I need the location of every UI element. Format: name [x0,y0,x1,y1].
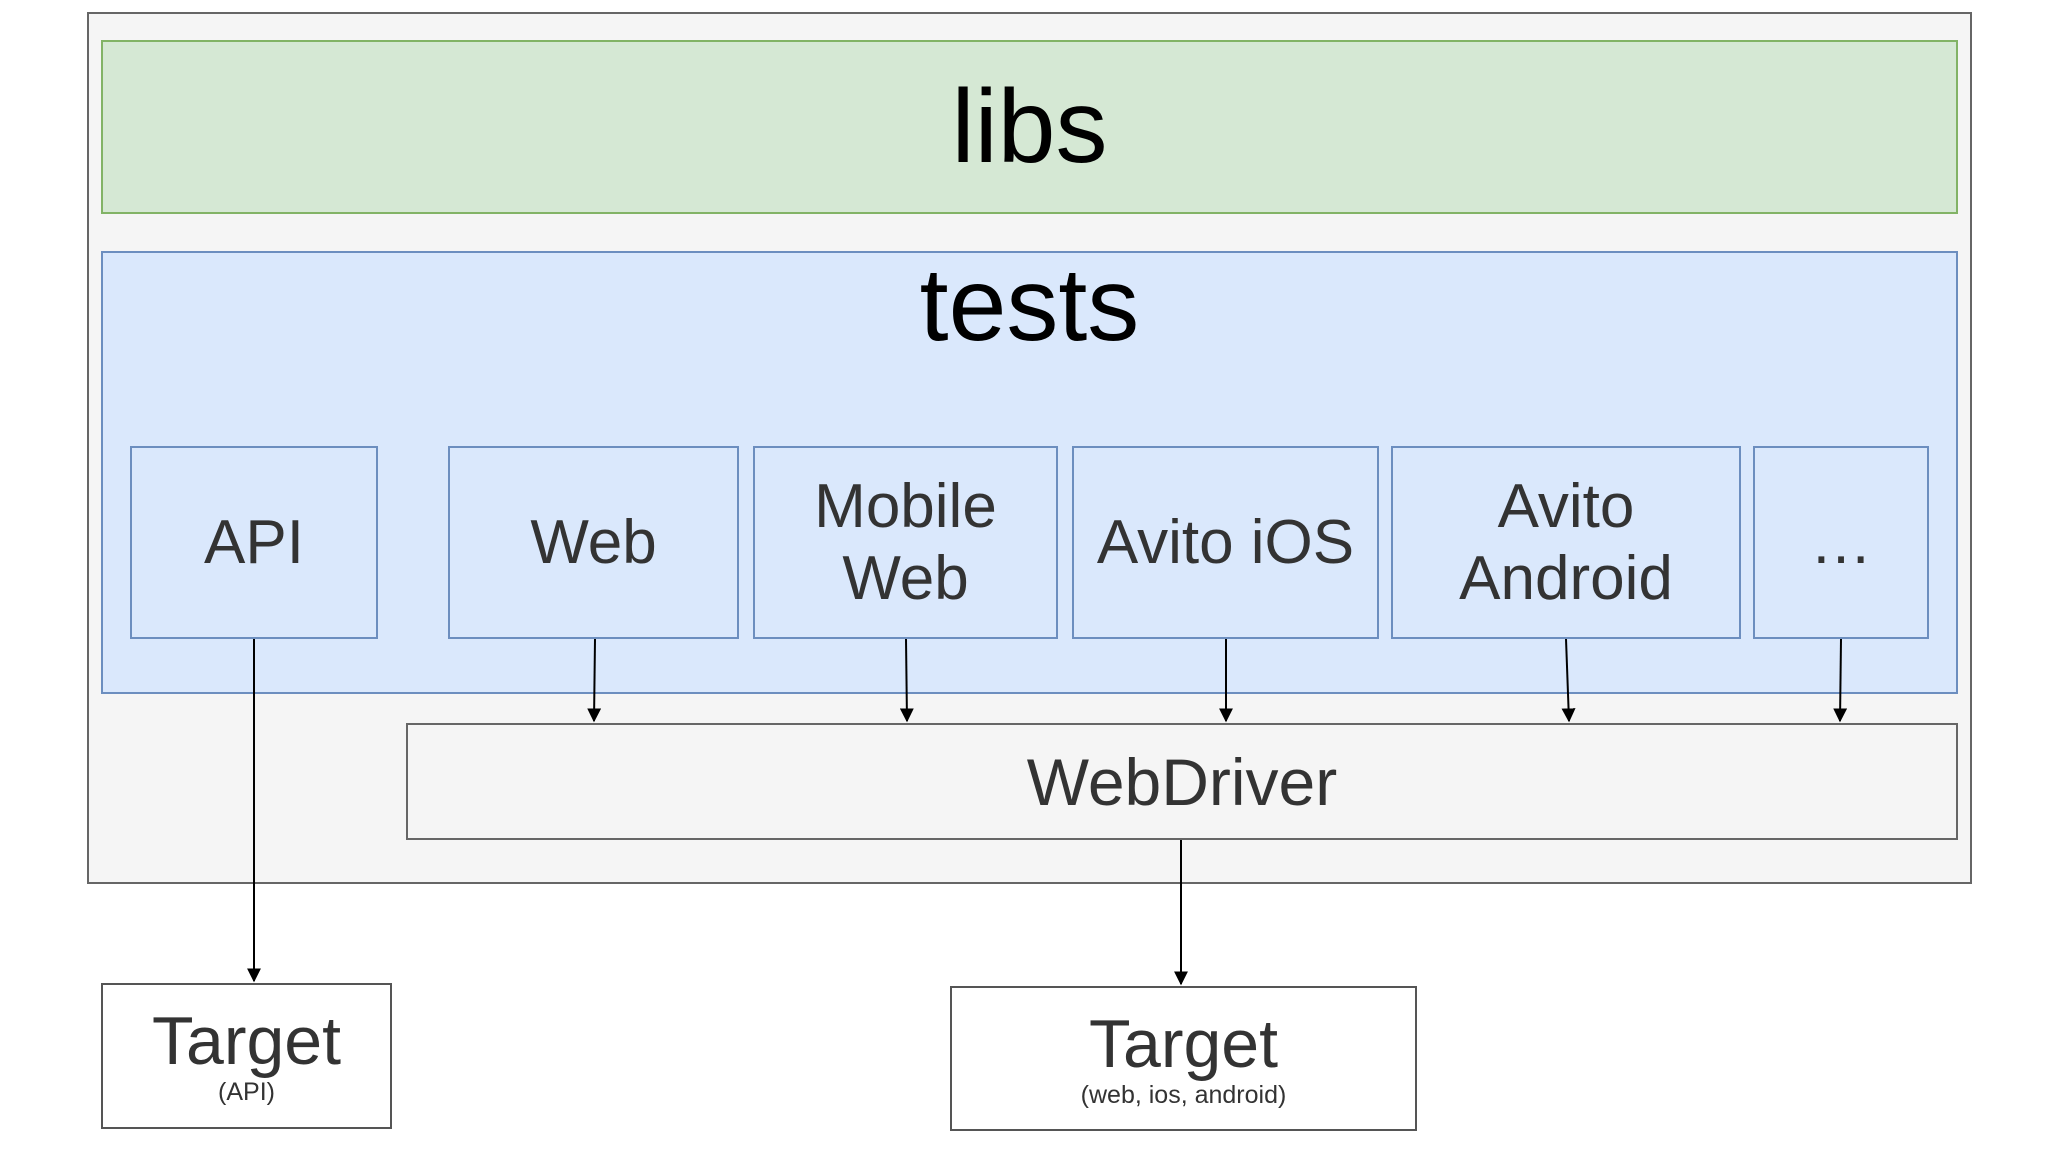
target-api: Target (API) [101,983,392,1129]
webdriver-box: WebDriver [406,723,1958,840]
suite-web-label: Web [530,507,657,577]
target-api-title: Target [152,1003,341,1079]
suite-api: API [130,446,378,639]
suite-avito-android: Avito Android [1391,446,1741,639]
suite-mobile-web-label: Mobile Web [814,471,997,613]
target-webdriver-subtitle: (web, ios, android) [1080,1080,1287,1109]
suite-web: Web [448,446,739,639]
suite-mobile-web: Mobile Web [753,446,1058,639]
suite-api-label: API [204,507,304,577]
suite-avito-ios-label: Avito iOS [1096,507,1355,577]
target-webdriver: Target (web, ios, android) [950,986,1417,1131]
suite-avito-android-label: Avito Android [1459,471,1673,613]
suite-avito-ios: Avito iOS [1072,446,1379,639]
tests-label: tests [919,246,1140,363]
target-webdriver-title: Target [1089,1005,1278,1082]
libs-label: libs [951,68,1108,185]
target-api-subtitle: (API) [218,1078,275,1106]
suite-more: … [1753,446,1929,639]
webdriver-label: WebDriver [1026,744,1338,819]
suite-more-label: … [1810,507,1872,577]
libs-layer: libs [101,40,1958,214]
